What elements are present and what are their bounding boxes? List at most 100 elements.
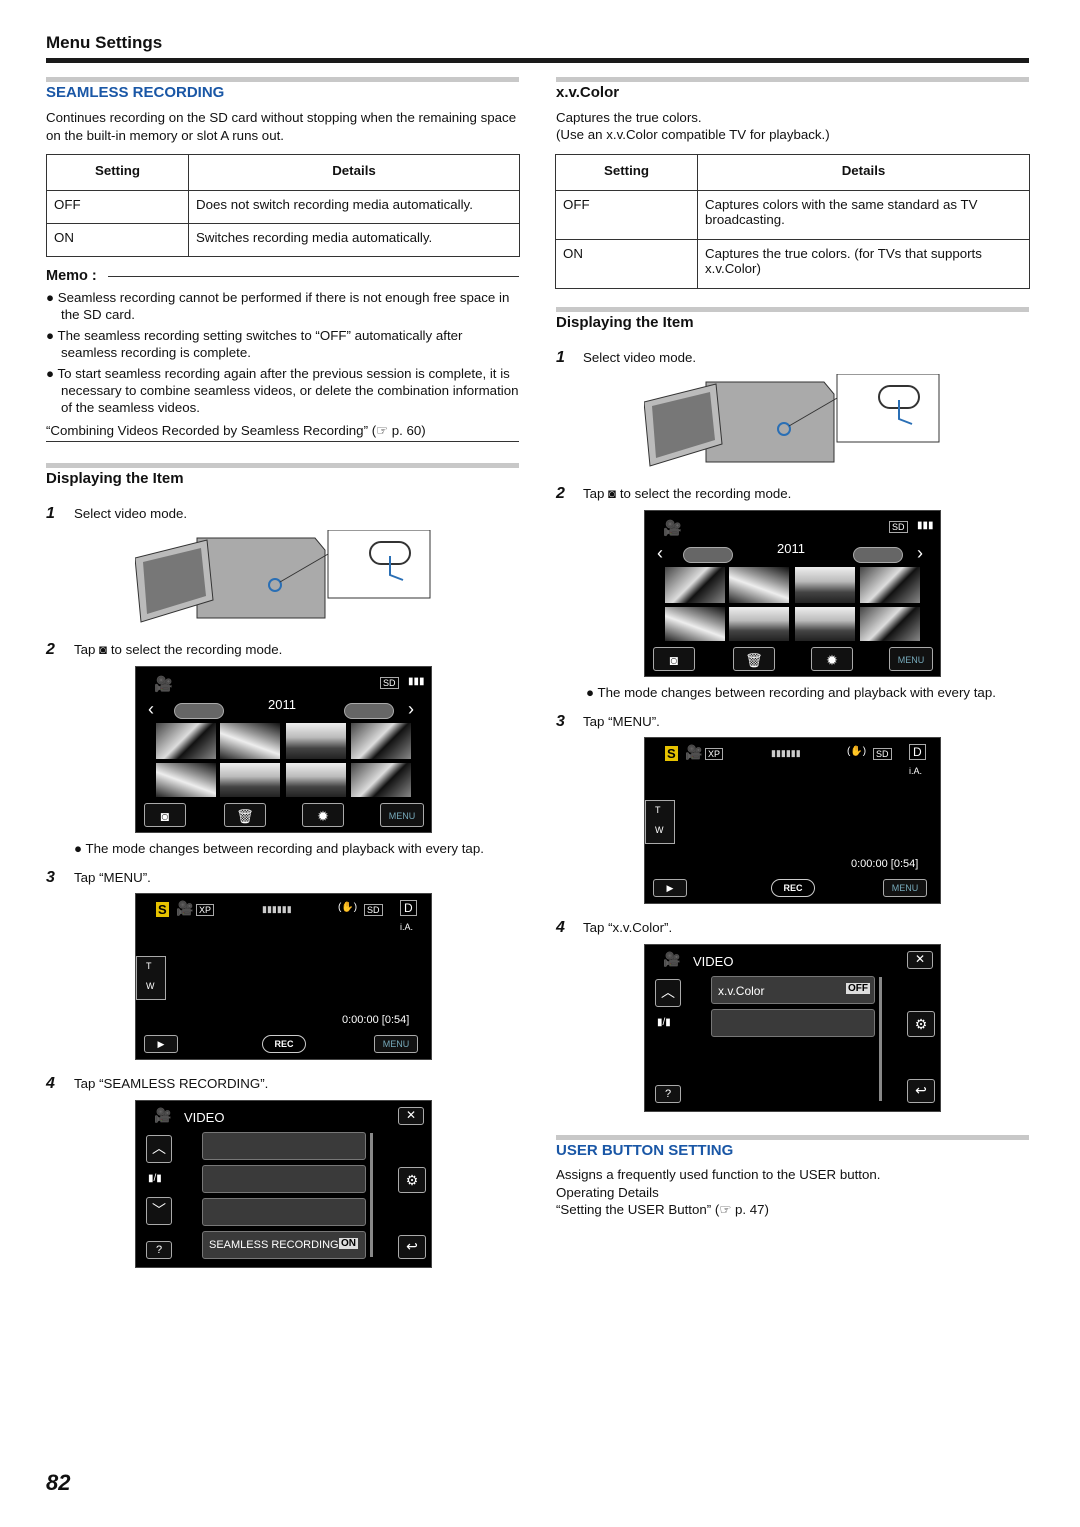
thumbnail[interactable] bbox=[665, 567, 725, 603]
thumbnail[interactable] bbox=[156, 763, 216, 797]
menu-button[interactable]: MENU bbox=[883, 879, 927, 897]
details-cell: Captures the true colors. (for TVs that … bbox=[697, 239, 1030, 289]
operating-details-label: Operating Details bbox=[556, 1185, 659, 1200]
step-text: Tap “x.v.Color”. bbox=[583, 920, 673, 935]
thumbnail[interactable] bbox=[729, 607, 789, 641]
camcorder-illustration bbox=[643, 373, 940, 470]
sd-icon: SD bbox=[364, 904, 383, 916]
memo-rule bbox=[108, 276, 519, 277]
help-icon[interactable]: ? bbox=[655, 1085, 681, 1103]
menu-button[interactable]: MENU bbox=[889, 647, 933, 671]
thumbnail[interactable] bbox=[351, 763, 411, 797]
next-date-button[interactable] bbox=[344, 703, 394, 719]
thumbnail[interactable] bbox=[729, 567, 789, 603]
next-arrow-icon[interactable]: › bbox=[917, 543, 923, 563]
step-text: Tap ◙ to select the recording mode. bbox=[74, 642, 283, 657]
section-bar bbox=[556, 307, 1029, 312]
trash-icon[interactable]: 🗑 bbox=[733, 647, 775, 671]
menu-item-xvcolor[interactable]: x.v.Color OFF bbox=[711, 976, 875, 1004]
record-mode-button[interactable]: ◙ bbox=[144, 803, 186, 827]
menu-item-label: SEAMLESS RECORDING bbox=[209, 1239, 339, 1251]
details-cell: Does not switch recording media automati… bbox=[188, 190, 520, 224]
xvcolor-desc-note: (Use an x.v.Color compatible TV for play… bbox=[556, 127, 830, 142]
thumbnail[interactable] bbox=[286, 723, 346, 759]
playback-screen: 🎥 SD ▮▮▮ ‹ 2011 › ◙ 🗑 ✹ MENU bbox=[644, 510, 941, 677]
menu-item[interactable] bbox=[202, 1198, 366, 1226]
zoom-tele[interactable]: T bbox=[655, 805, 661, 815]
section-bar bbox=[46, 463, 519, 468]
step-number: 3 bbox=[46, 869, 55, 886]
close-icon[interactable]: ✕ bbox=[907, 951, 933, 969]
quality-icon: XP bbox=[705, 748, 724, 760]
menu-title: VIDEO bbox=[184, 1110, 225, 1125]
back-icon[interactable]: ↩ bbox=[398, 1235, 426, 1259]
next-date-button[interactable] bbox=[853, 547, 903, 563]
thumbnail[interactable] bbox=[286, 763, 346, 797]
settings-icon[interactable]: ✹ bbox=[811, 647, 853, 671]
trash-icon[interactable]: 🗑 bbox=[224, 803, 266, 827]
mode-note: ● The mode changes between recording and… bbox=[74, 841, 484, 856]
rec-button[interactable]: REC bbox=[771, 879, 815, 897]
menu-item[interactable] bbox=[711, 1009, 875, 1037]
menu-item[interactable] bbox=[202, 1165, 366, 1193]
zoom-tele[interactable]: T bbox=[146, 961, 152, 971]
prev-date-button[interactable] bbox=[174, 703, 224, 719]
prev-arrow-icon[interactable]: ‹ bbox=[148, 699, 154, 719]
step-text: Tap ◙ to select the recording mode. bbox=[583, 486, 792, 501]
thumbnail[interactable] bbox=[860, 607, 920, 641]
gear-icon[interactable]: ⚙ bbox=[398, 1167, 426, 1193]
video-mode-icon: 🎥 bbox=[685, 744, 703, 760]
sd-icon: SD bbox=[380, 677, 399, 689]
playback-button[interactable]: ▶ bbox=[144, 1035, 178, 1053]
thumbnail[interactable] bbox=[665, 607, 725, 641]
settings-icon[interactable]: ✹ bbox=[302, 803, 344, 827]
back-icon[interactable]: ↩ bbox=[907, 1079, 935, 1103]
gear-icon[interactable]: ⚙ bbox=[907, 1011, 935, 1037]
col-header-setting: Setting bbox=[555, 154, 698, 191]
prev-arrow-icon[interactable]: ‹ bbox=[657, 543, 663, 563]
rec-button[interactable]: REC bbox=[262, 1035, 306, 1053]
next-arrow-icon[interactable]: › bbox=[408, 699, 414, 719]
thumbnail[interactable] bbox=[351, 723, 411, 759]
menu-item-seamless-recording[interactable]: SEAMLESS RECORDING ON bbox=[202, 1231, 366, 1259]
zoom-control[interactable]: T W bbox=[136, 956, 166, 1000]
thumbnail[interactable] bbox=[156, 723, 216, 759]
menu-item-value: OFF bbox=[846, 983, 870, 994]
record-mode-button[interactable]: ◙ bbox=[653, 647, 695, 671]
step-number: 4 bbox=[556, 919, 565, 936]
menu-title: VIDEO bbox=[693, 954, 734, 969]
xvcolor-title: x.v.Color bbox=[556, 84, 620, 101]
prev-date-button[interactable] bbox=[683, 547, 733, 563]
sd-icon: SD bbox=[873, 748, 892, 760]
close-icon[interactable]: ✕ bbox=[398, 1107, 424, 1125]
scroll-down-icon[interactable]: ﹀ bbox=[146, 1197, 172, 1225]
memo-bottom-rule bbox=[46, 441, 519, 442]
camcorder-illustration bbox=[134, 529, 431, 626]
user-button-link[interactable]: “Setting the USER Button” (☞ p. 47) bbox=[556, 1202, 769, 1217]
thumbnail[interactable] bbox=[860, 567, 920, 603]
thumbnail[interactable] bbox=[795, 567, 855, 603]
scroll-up-icon[interactable]: ︿ bbox=[146, 1135, 172, 1163]
scrollbar[interactable] bbox=[879, 977, 882, 1101]
zoom-wide[interactable]: W bbox=[146, 981, 155, 991]
quality-icon: XP bbox=[196, 904, 215, 916]
menu-item-value: ON bbox=[339, 1238, 358, 1249]
menu-button[interactable]: MENU bbox=[374, 1035, 418, 1053]
thumbnail[interactable] bbox=[795, 607, 855, 641]
page-indicator: ▮/▮ bbox=[657, 1017, 671, 1028]
table-row: OFF Does not switch recording media auto… bbox=[46, 190, 520, 224]
header-rule bbox=[46, 58, 1029, 63]
memo-link[interactable]: “Combining Videos Recorded by Seamless R… bbox=[46, 423, 426, 438]
user-button-title: USER BUTTON SETTING bbox=[556, 1142, 734, 1159]
help-icon[interactable]: ? bbox=[146, 1241, 172, 1259]
zoom-control[interactable]: T W bbox=[645, 800, 675, 844]
menu-item[interactable] bbox=[202, 1132, 366, 1160]
zoom-wide[interactable]: W bbox=[655, 825, 664, 835]
scroll-up-icon[interactable]: ︿ bbox=[655, 979, 681, 1007]
playback-button[interactable]: ▶ bbox=[653, 879, 687, 897]
video-mode-icon: 🎥 bbox=[176, 900, 194, 916]
thumbnail[interactable] bbox=[220, 763, 280, 797]
menu-button[interactable]: MENU bbox=[380, 803, 424, 827]
thumbnail[interactable] bbox=[220, 723, 280, 759]
scrollbar[interactable] bbox=[370, 1133, 373, 1257]
